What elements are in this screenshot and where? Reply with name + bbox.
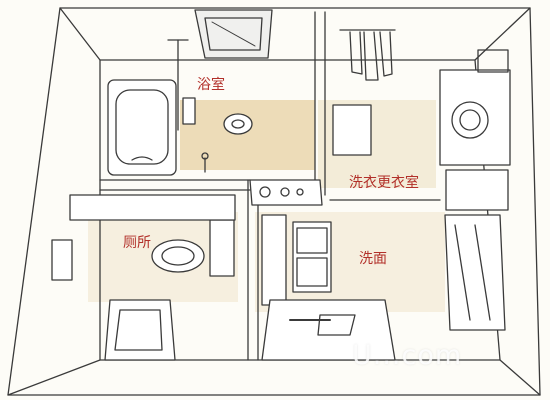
- wash-floor: [255, 212, 445, 312]
- bathroom-fixtures: [182, 97, 253, 173]
- washing-machine: [439, 49, 511, 211]
- tall-shelf: [444, 214, 506, 331]
- bathroom-floor: [180, 100, 315, 170]
- watermark: U...com: [352, 340, 463, 371]
- room-label-washroom: 洗面: [359, 251, 387, 267]
- floor-mats: [104, 299, 396, 361]
- room-label-toilet: 厕所: [123, 235, 151, 251]
- toilet: [51, 194, 236, 281]
- bathtub: [107, 39, 189, 176]
- towels: [339, 29, 396, 81]
- room-label-laundry-dressing: 洗衣更衣室: [349, 175, 419, 191]
- ceiling-window: [194, 9, 273, 59]
- wall-board: [332, 104, 372, 156]
- partition-walls: [99, 11, 441, 361]
- vanity-cabinet: [261, 214, 332, 306]
- sink-counter: [249, 179, 323, 206]
- room-label-bathroom: 浴室: [197, 77, 225, 93]
- outer-walls: [7, 7, 541, 396]
